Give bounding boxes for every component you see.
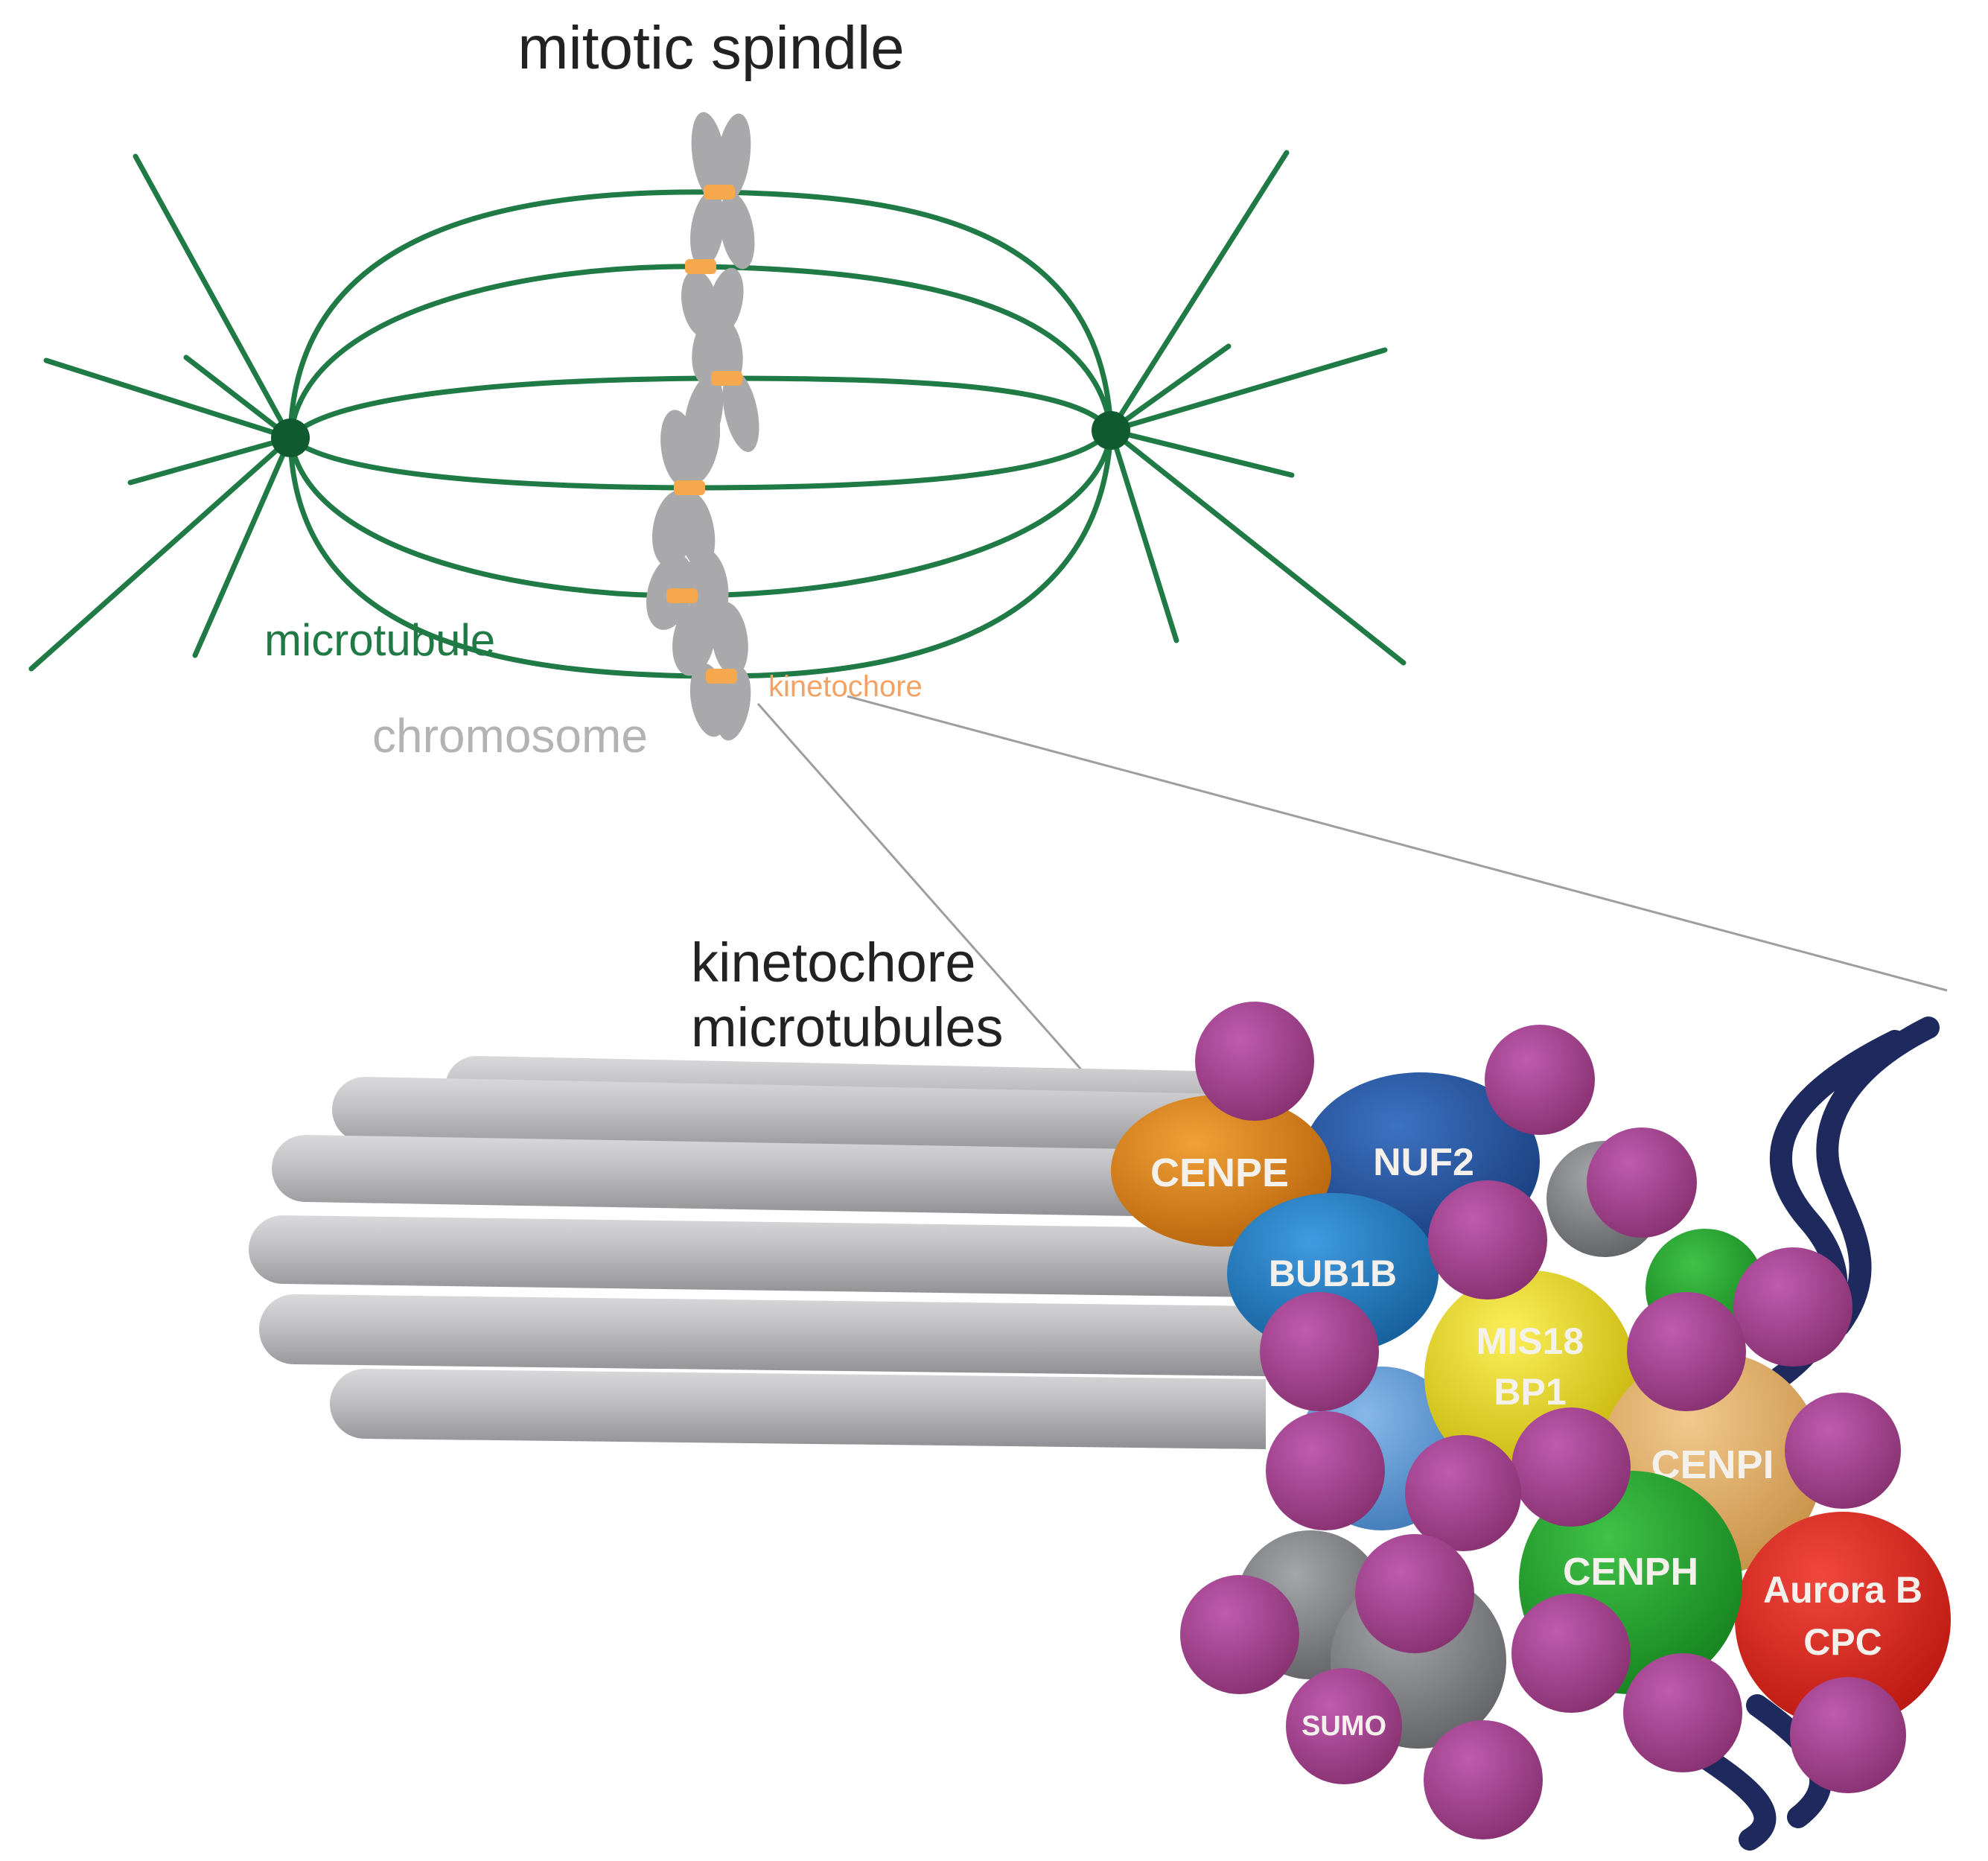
kinetochore-dot: [706, 669, 737, 684]
sumo-ball: [1180, 1575, 1299, 1694]
chromosome: [651, 407, 721, 569]
sumo-ball: [1266, 1411, 1385, 1530]
chromosome: [681, 267, 744, 386]
kinetochore-dot: [704, 185, 735, 200]
spindle-pole-left: [271, 419, 310, 457]
sumo-ball: [1511, 1407, 1631, 1527]
sumo-ball: [1785, 1393, 1901, 1509]
label-kinetochore-microtubules-line1: kinetochore: [691, 932, 976, 993]
sumo-ball: [1627, 1292, 1746, 1411]
protein-label-sumo: SUMO: [1302, 1711, 1386, 1742]
mitotic-spindle: mitotic spindle: [28, 14, 1406, 763]
kinetochores: [666, 185, 742, 684]
protein-label: BUB1B: [1269, 1253, 1397, 1294]
microtubule-bundle: [249, 1056, 1266, 1449]
kinetochore-dot: [674, 480, 705, 495]
chromosome: [646, 548, 748, 676]
microtubule-tube: [272, 1135, 1266, 1218]
sumo-ball: [1790, 1677, 1906, 1793]
sumo-ball: [1733, 1247, 1852, 1367]
kinetochore-detail: kinetochore microtubules: [249, 932, 1951, 1851]
sumo-ball: [1428, 1180, 1547, 1299]
label-microtubule: microtubule: [264, 615, 495, 665]
protein-label: NUF2: [1373, 1141, 1474, 1184]
kinetochore-dot: [685, 259, 716, 274]
sumo-ball: [1587, 1127, 1697, 1238]
microtubule-tube: [259, 1294, 1266, 1376]
sumo-ball: [1260, 1292, 1379, 1411]
sumo-balls: [1180, 1002, 1906, 1839]
sumo-ball: [1405, 1435, 1521, 1551]
sumo-ball: [1623, 1653, 1742, 1772]
protein-aurora-b-cpc: Aurora B CPC: [1735, 1512, 1951, 1728]
label-chromosome: chromosome: [372, 709, 648, 763]
sumo-ball: [1424, 1720, 1543, 1839]
microtubule-tube: [249, 1215, 1266, 1297]
label-kinetochore-microtubules-line2: microtubules: [691, 996, 1004, 1058]
astral-microtubules-right: [1108, 150, 1406, 666]
astral-microtubules-left: [28, 153, 293, 672]
chromosomes: [646, 112, 759, 741]
protein-label: CPC: [1803, 1621, 1882, 1663]
title-mitotic-spindle: mitotic spindle: [517, 14, 905, 82]
protein-label: BP1: [1494, 1371, 1566, 1413]
sumo-ball: [1286, 1668, 1402, 1784]
protein-label: Aurora B: [1763, 1569, 1922, 1611]
kinetochore-dot: [666, 588, 698, 603]
sumo-ball: [1511, 1594, 1631, 1713]
chromosome: [690, 112, 755, 270]
kinetochore-dot: [711, 371, 742, 386]
zoom-callout-lines: [756, 695, 1948, 1089]
protein-label: MIS18: [1476, 1320, 1584, 1362]
protein-label: CENPH: [1563, 1550, 1698, 1594]
protein-label: CENPE: [1150, 1151, 1289, 1195]
sumo-ball: [1195, 1002, 1314, 1121]
spindle-pole-right: [1092, 411, 1130, 450]
sumo-ball: [1355, 1534, 1474, 1653]
sumo-ball: [1485, 1025, 1595, 1135]
label-kinetochore: kinetochore: [768, 670, 923, 703]
microtubule-tube: [330, 1369, 1266, 1449]
protein-complex: NUF2 CENPE BUB1B MIS18 BP1 CENPI: [1111, 1002, 1951, 1839]
